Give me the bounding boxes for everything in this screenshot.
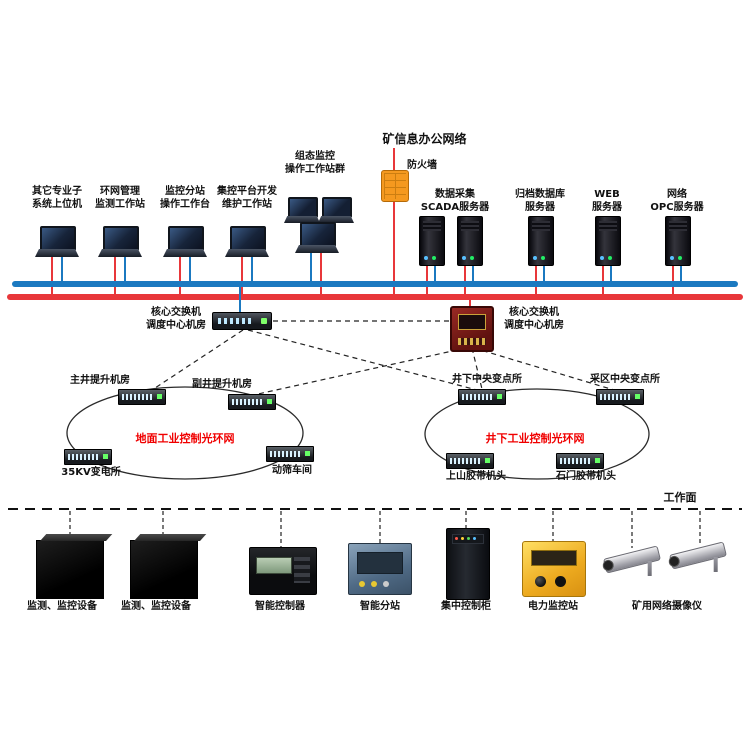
firewall-label: 防火墙 [407, 160, 437, 171]
laptop-screen [40, 226, 76, 251]
dashed-links [151, 320, 615, 395]
laptop-screen [288, 197, 318, 218]
working-face-label: 工作面 [663, 491, 697, 504]
laptop-icon [318, 197, 354, 223]
ring-node-switch-icon [446, 453, 494, 469]
ring-node-switch-icon [64, 449, 112, 465]
server-label-opc: 网络 OPC服务器 [650, 189, 704, 213]
explosion-proof-switch-icon [450, 306, 494, 352]
underground-ring-ellipse [424, 388, 650, 480]
power-monitor-station-icon [522, 541, 586, 597]
smart-controller-icon [249, 547, 317, 595]
bottom-label-3: 智能分站 [360, 601, 400, 612]
laptop-icon [98, 226, 142, 257]
workstation-label-0: 其它专业子 系统上位机 [32, 186, 82, 210]
node-label-screen-shop: 动筛车间 [272, 465, 312, 476]
config-group-label: 组态监控 操作工作站群 [285, 151, 345, 175]
laptop-base [284, 216, 320, 223]
office-network-title: 矿信息办公网络 [352, 132, 497, 147]
laptop-icon [35, 226, 79, 257]
workstation-label-2: 监控分站 操作工作台 [160, 186, 210, 210]
server-tower-icon [528, 216, 554, 266]
laptop-screen [322, 197, 352, 218]
laptop-base [225, 249, 269, 257]
core-switch-left-label: 核心交换机 调度中心机房 [146, 307, 206, 331]
ring-node-switch-icon [458, 389, 506, 405]
smart-substation-icon [348, 543, 412, 595]
workstation-label-3: 集控平台开发 维护工作站 [217, 186, 277, 210]
server-tower-icon [595, 216, 621, 266]
laptop-screen [230, 226, 266, 251]
server-label-archive: 归档数据库 服务器 [515, 189, 565, 213]
bottom-label-2: 智能控制器 [255, 601, 305, 612]
surface-ring-ellipse [66, 386, 304, 480]
laptop-screen [168, 226, 204, 251]
node-label-district-sub: 采区中央变点所 [590, 374, 660, 385]
node-label-central-sub: 井下中央变点所 [452, 374, 522, 385]
laptop-icon [284, 197, 320, 223]
bottom-label-5: 电力监控站 [528, 601, 578, 612]
server-label-web: WEB 服务器 [592, 189, 622, 213]
laptop-icon [163, 226, 207, 257]
laptop-base [98, 249, 142, 257]
surface-ring-name: 地面工业控制光环网 [135, 432, 235, 445]
node-label-uphill-belt: 上山胶带机头 [446, 471, 506, 482]
underground-ring-name: 井下工业控制光环网 [485, 432, 585, 445]
laptop-base [318, 216, 354, 223]
laptop-icon [225, 226, 269, 257]
node-label-gate-belt: 石门胶带机头 [556, 471, 616, 482]
server-tower-icon [665, 216, 691, 266]
server-label-scada: 数据采集 SCADA服务器 [420, 189, 490, 213]
node-label-35kv: 35KV变电所 [61, 467, 121, 478]
ring-node-switch-icon [596, 389, 644, 405]
server-tower-icon [457, 216, 483, 266]
server-tower-icon [419, 216, 445, 266]
core-switch-icon [212, 312, 272, 330]
laptop-base [163, 249, 207, 257]
ring-node-switch-icon [228, 394, 276, 410]
core-switch-right-label: 核心交换机 调度中心机房 [504, 307, 564, 331]
laptop-base [35, 249, 79, 257]
laptop-screen [103, 226, 139, 251]
ring-node-switch-icon [266, 446, 314, 462]
bottom-label-6: 矿用网络摄像仪 [632, 601, 702, 612]
laptop-base [295, 245, 339, 253]
node-label-aux-hoist: 副井提升机房 [192, 379, 252, 390]
bottom-label-1: 监测、监控设备 [121, 601, 191, 612]
firewall-icon [381, 170, 409, 202]
node-label-main-hoist: 主井提升机房 [70, 375, 130, 386]
laptop-screen [300, 222, 336, 247]
bottom-label-0: 监测、监控设备 [27, 601, 97, 612]
ring-node-switch-icon [556, 453, 604, 469]
laptop-icon [295, 222, 339, 253]
monitor-device-icon [36, 540, 104, 599]
bottom-label-4: 集中控制柜 [441, 601, 491, 612]
ring-node-switch-icon [118, 389, 166, 405]
control-cabinet-icon [446, 528, 490, 600]
office-network-text: 矿信息办公网络 [382, 132, 467, 146]
monitor-device-icon [130, 540, 198, 599]
workstation-label-1: 环网管理 监测工作站 [95, 186, 145, 210]
